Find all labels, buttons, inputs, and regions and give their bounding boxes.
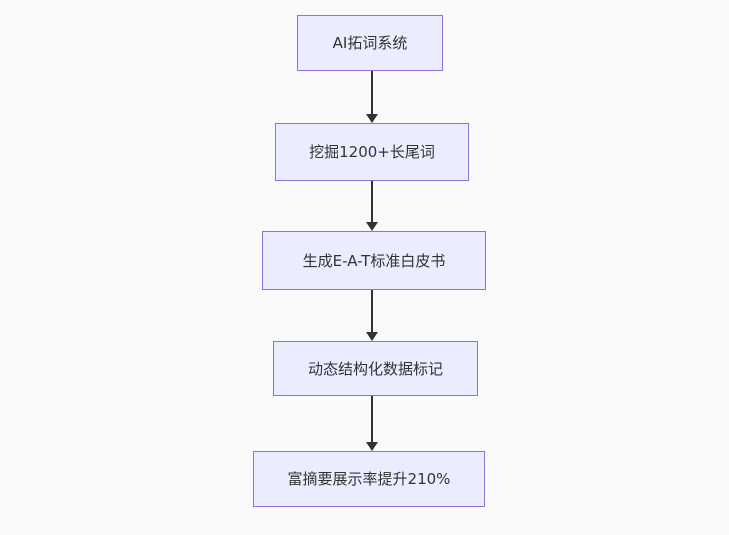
flow-node-structured-data-markup: 动态结构化数据标记 [273, 341, 478, 396]
flow-node-rich-snippet-result: 富摘要展示率提升210% [253, 451, 485, 507]
arrow-head-icon [365, 332, 378, 341]
flow-node-label: 富摘要展示率提升210% [287, 470, 451, 488]
flow-node-label: AI拓词系统 [332, 34, 408, 52]
arrow-line [370, 396, 373, 443]
flow-node-label: 生成E-A-T标准白皮书 [302, 251, 446, 270]
arrow-line [370, 181, 373, 223]
flow-arrow-2 [365, 181, 378, 231]
flow-arrow-4 [365, 396, 378, 451]
flow-node-longtail-mining: 挖掘1200+长尾词 [275, 123, 469, 181]
arrow-head-icon [365, 222, 378, 231]
flow-node-eat-whitepaper: 生成E-A-T标准白皮书 [262, 231, 486, 290]
flow-arrow-1 [365, 71, 378, 123]
arrow-line [370, 71, 373, 115]
arrow-head-icon [365, 114, 378, 123]
flow-node-ai-word-expansion: AI拓词系统 [297, 15, 443, 71]
flow-node-label: 挖掘1200+长尾词 [309, 143, 435, 161]
arrow-line [370, 290, 373, 333]
arrow-head-icon [365, 442, 378, 451]
flow-arrow-3 [365, 290, 378, 341]
flow-node-label: 动态结构化数据标记 [307, 359, 443, 378]
